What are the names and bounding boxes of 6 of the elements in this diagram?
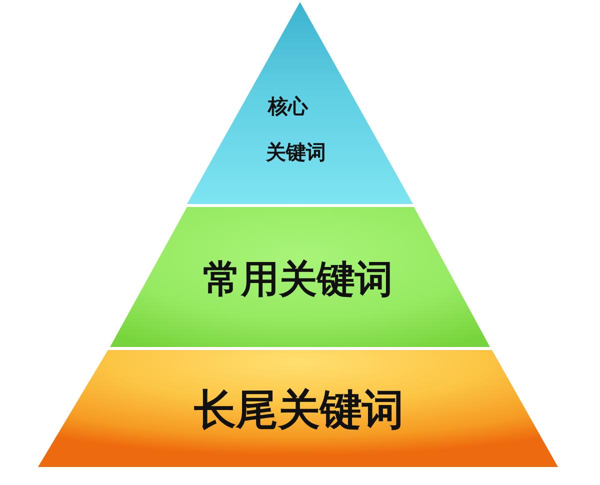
tier-label: 长尾关键词 [194,386,404,434]
tier-label: 常用关键词 [203,258,393,302]
tier-label: 核心关键词 [266,93,327,166]
pyramid-top-tier [187,2,413,204]
pyramid-bottom-tier [38,350,558,467]
pyramid-middle-tier [110,207,490,347]
